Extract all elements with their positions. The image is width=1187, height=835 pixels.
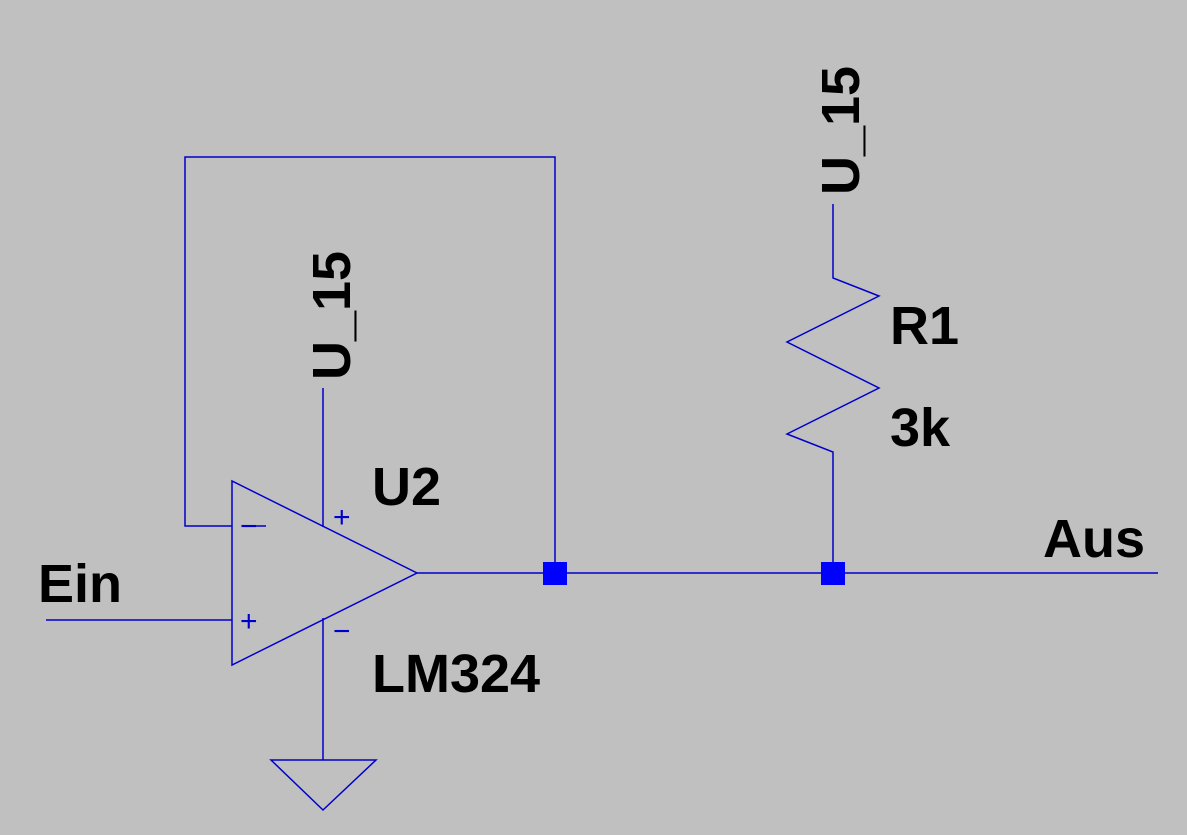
net-label-output: Aus [1043, 509, 1145, 569]
resistor-value-label: 3k [890, 398, 951, 458]
net-label-input: Ein [38, 554, 122, 614]
vminus-pin-sign: − [333, 615, 351, 648]
noninverting-input-sign: + [240, 605, 258, 638]
opamp-model-label: LM324 [372, 644, 540, 704]
junction-dot-resistor [821, 562, 845, 585]
vplus-pin-sign: + [333, 501, 351, 534]
net-label-supply-opamp: U_15 [302, 251, 362, 380]
resistor-ref-label: R1 [890, 296, 959, 356]
feedback-wire[interactable] [184, 156, 556, 573]
net-label-supply-resistor: U_15 [811, 66, 871, 195]
ground-icon[interactable] [269, 759, 378, 812]
resistor-zigzag-icon[interactable] [785, 270, 881, 460]
opamp-triangle-icon [231, 479, 419, 667]
opamp-symbol[interactable]: − + + − [231, 479, 419, 667]
junction-dot-feedback [543, 562, 567, 585]
inverting-input-sign: − [240, 510, 258, 543]
opamp-ref-label: U2 [372, 457, 441, 517]
